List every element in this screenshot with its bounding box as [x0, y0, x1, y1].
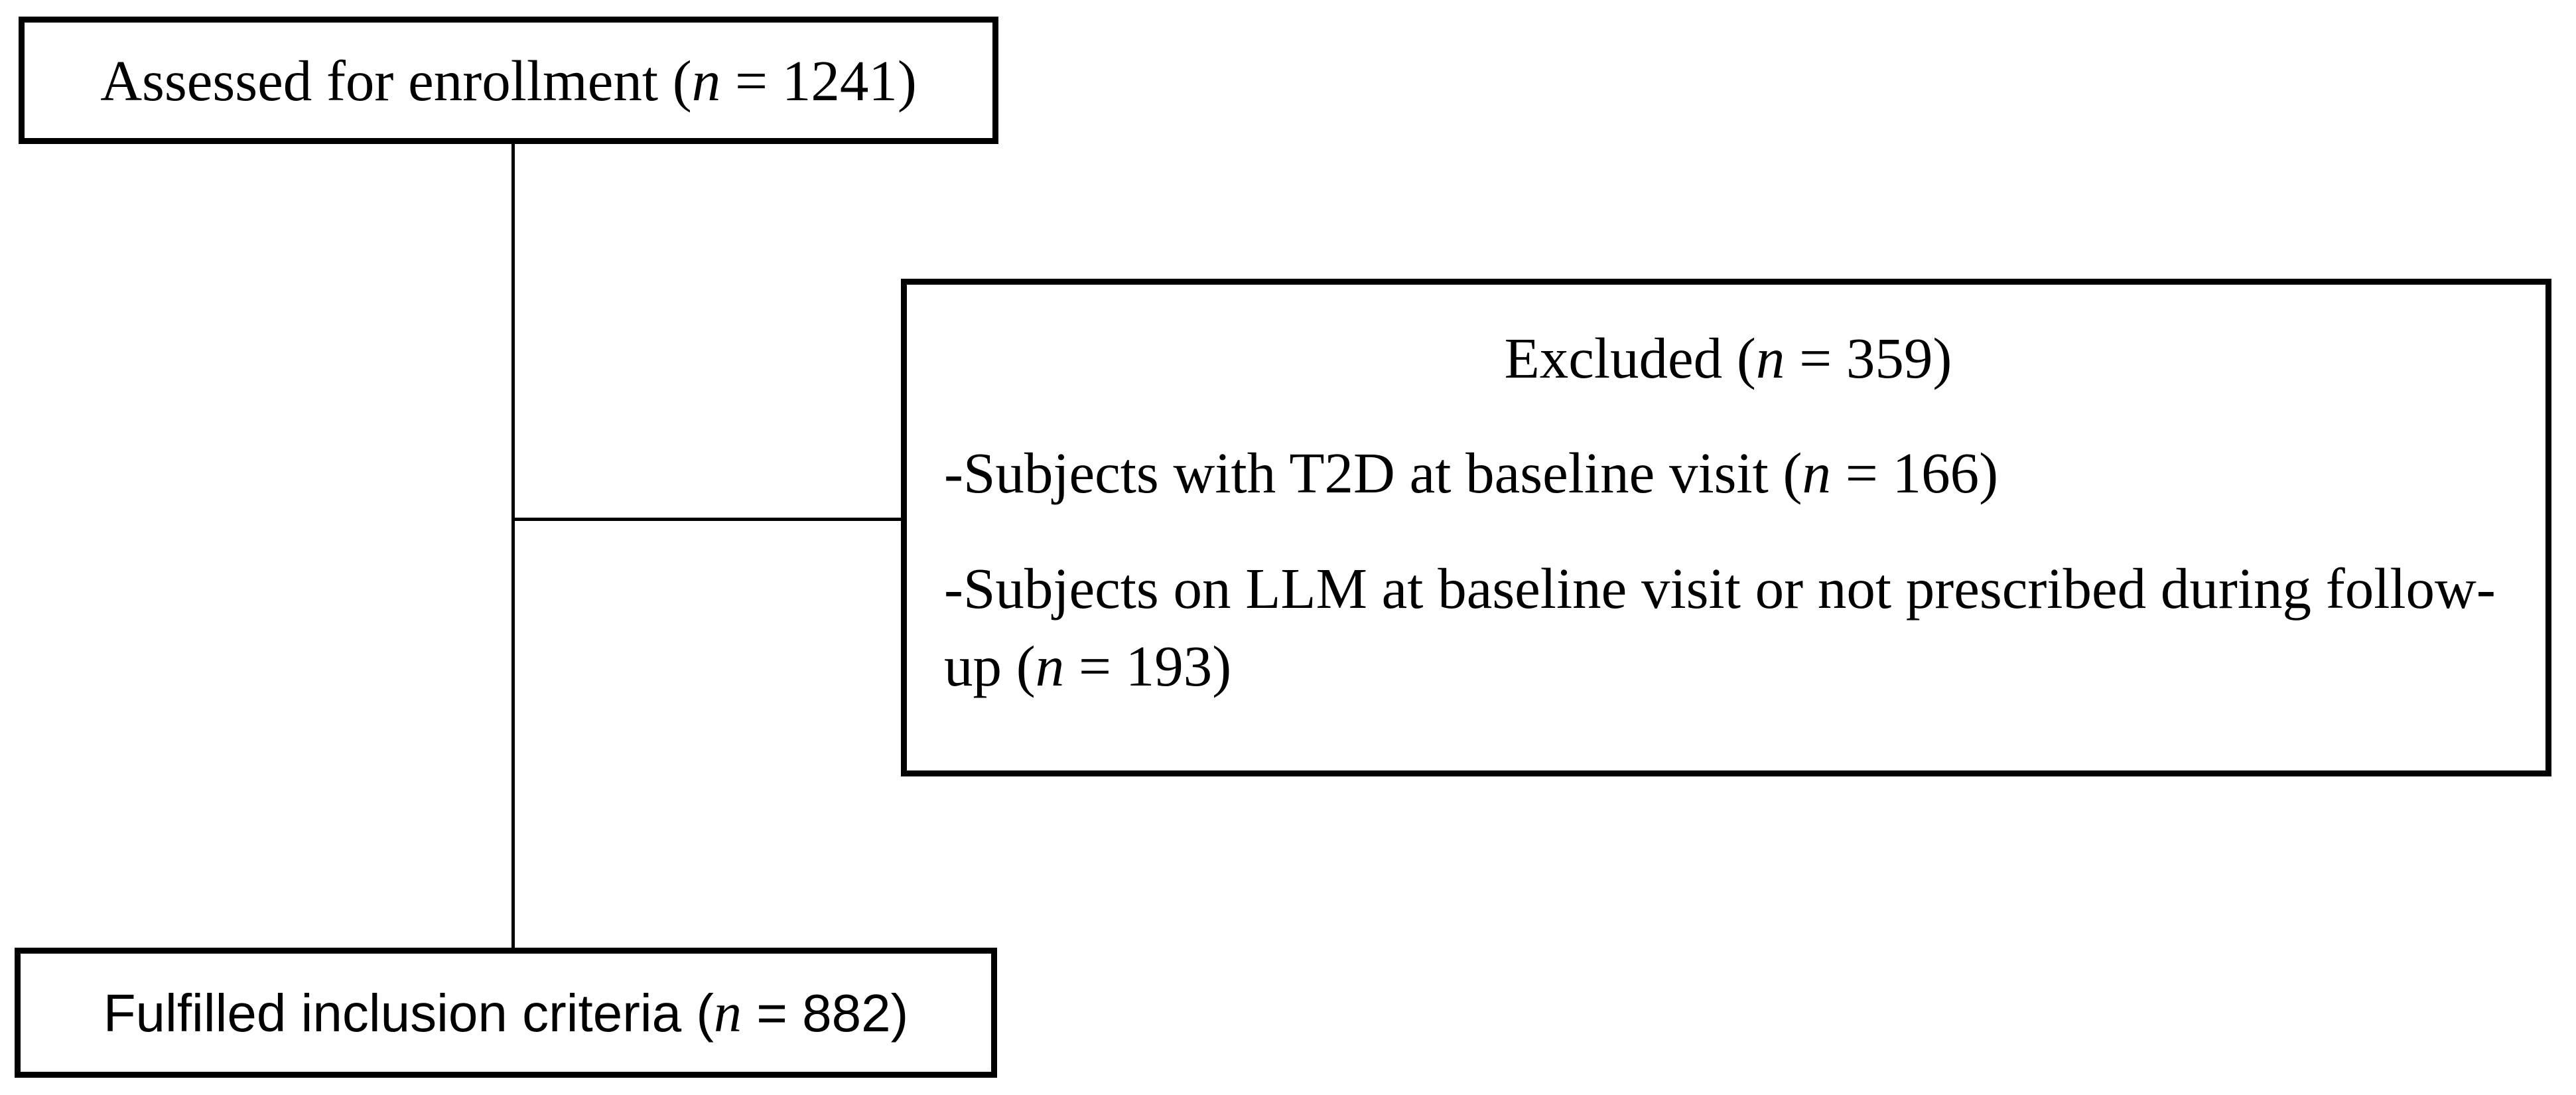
n-variable: n [691, 48, 721, 113]
excluded-title-prefix: Excluded ( [1504, 326, 1756, 390]
vertical-connector-line [511, 144, 515, 948]
excluded-item-llm: -Subjects on LLM at baseline visit or no… [944, 549, 2512, 705]
n-variable: n [1035, 634, 1065, 699]
excluded-title: Excluded (n = 359) [944, 319, 2512, 397]
excluded-item-llm-prefix: -Subjects on LLM at baseline visit or no… [944, 555, 2496, 699]
excluded-box: Excluded (n = 359) -Subjects with T2D at… [901, 279, 2551, 776]
excluded-item-t2d: -Subjects with T2D at baseline visit (n … [944, 434, 2512, 512]
assessed-enrollment-box: Assessed for enrollment (n = 1241) [19, 17, 998, 144]
fulfilled-criteria-box: Fulfilled inclusion criteria (n = 882) [15, 948, 997, 1078]
assessed-enrollment-label: Assessed for enrollment (n = 1241) [100, 47, 917, 114]
assessed-enrollment-text-suffix: = 1241) [720, 48, 917, 113]
fulfilled-criteria-text-prefix: Fulfilled inclusion criteria ( [103, 983, 714, 1043]
horizontal-connector-line [511, 518, 901, 521]
excluded-title-suffix: = 359) [1785, 326, 1952, 390]
n-variable: n [714, 982, 742, 1044]
n-variable: n [1802, 441, 1832, 506]
excluded-item-t2d-suffix: = 166) [1831, 441, 1999, 506]
assessed-enrollment-text-prefix: Assessed for enrollment ( [100, 48, 692, 113]
n-variable: n [1755, 326, 1785, 390]
excluded-item-llm-suffix: = 193) [1064, 634, 1232, 699]
fulfilled-criteria-text-suffix: = 882) [742, 983, 909, 1043]
fulfilled-criteria-label: Fulfilled inclusion criteria (n = 882) [103, 981, 909, 1045]
excluded-item-t2d-prefix: -Subjects with T2D at baseline visit ( [944, 441, 1802, 506]
